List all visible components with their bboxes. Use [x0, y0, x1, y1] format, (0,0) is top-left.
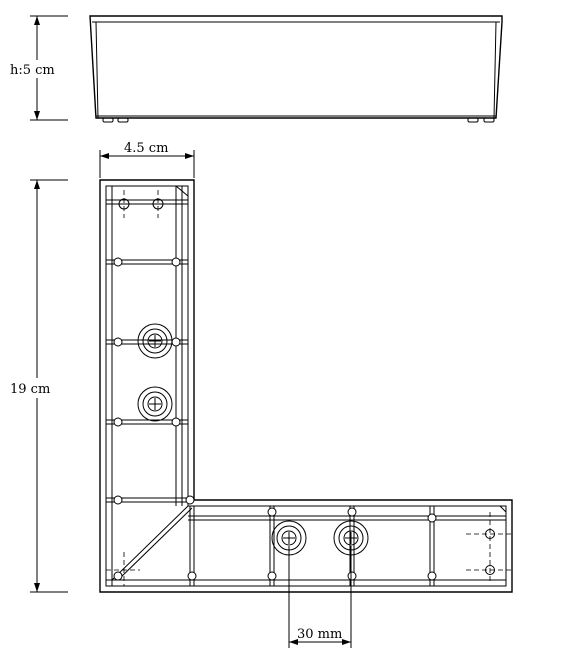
top-view — [99, 179, 513, 593]
spacing-dimension: 30 mm — [288, 546, 352, 648]
vertical-bosses — [137, 323, 173, 422]
length-label: 19 cm — [10, 382, 50, 397]
height-label: h:5 cm — [10, 63, 55, 78]
length-dimension: 19 cm — [6, 179, 68, 593]
height-dimension: h:5 cm — [6, 15, 68, 121]
horizontal-bosses — [271, 520, 369, 556]
top-slots — [108, 190, 180, 218]
end-slots — [466, 512, 512, 584]
width-dimension: 4.5 cm — [99, 141, 195, 178]
spacing-label: 30 mm — [297, 627, 342, 642]
side-view — [89, 15, 503, 123]
width-label: 4.5 cm — [124, 141, 168, 156]
